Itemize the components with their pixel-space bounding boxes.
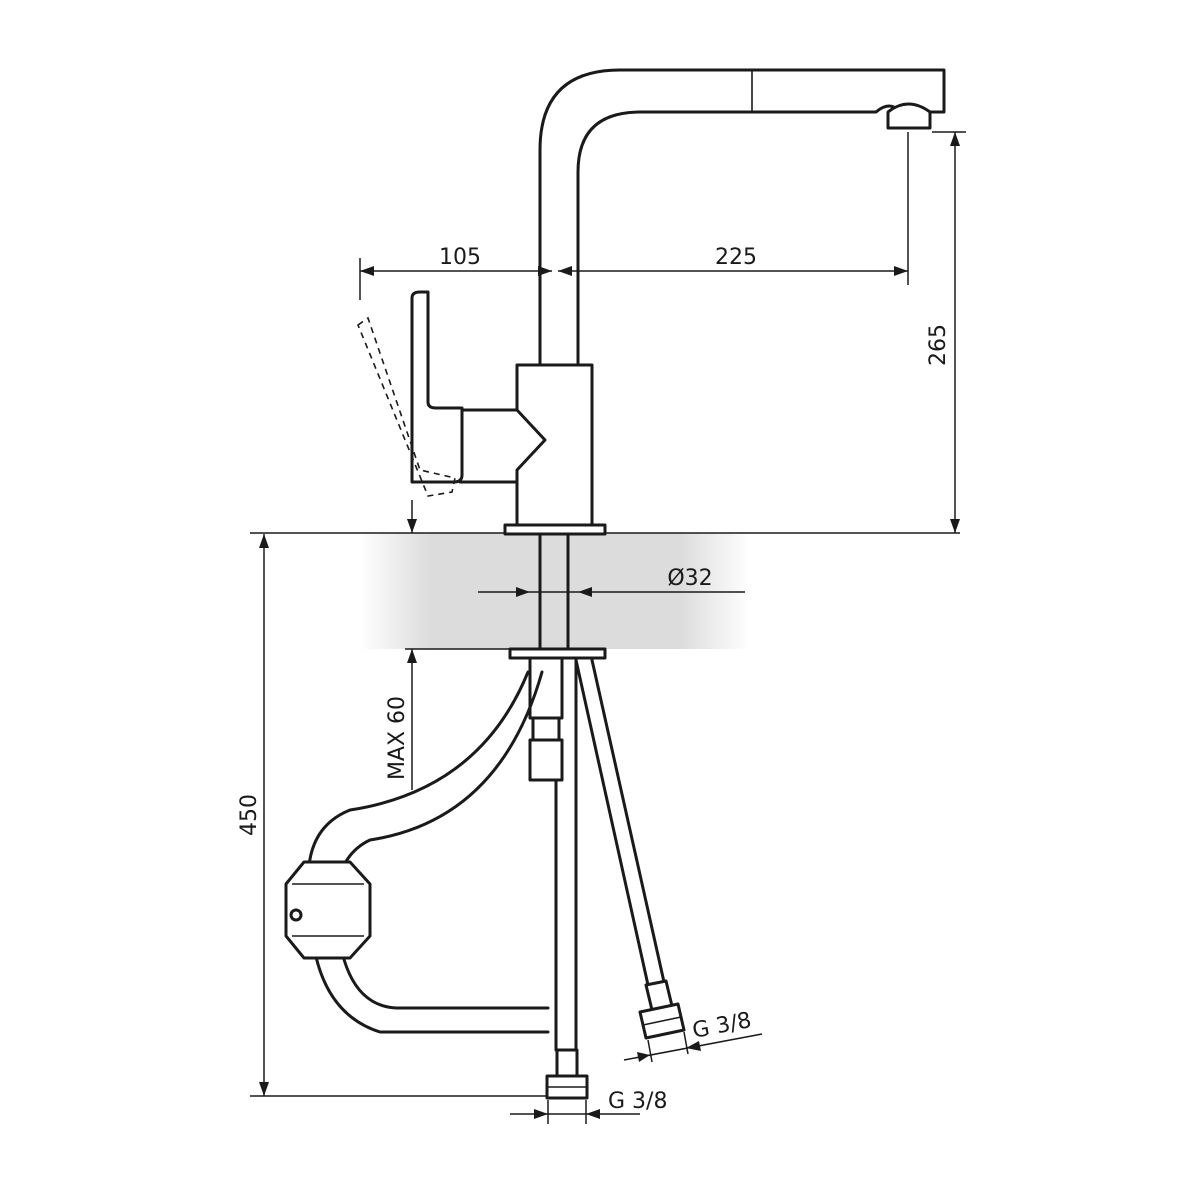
dim-450-arrow-bottom <box>259 1082 269 1096</box>
dim-g38-left-arrow-a <box>534 1109 548 1119</box>
diag-hose-left-wall <box>574 658 650 987</box>
dim-g38-right-ext-1 <box>647 1039 653 1063</box>
dim-g38-right-arrow-a <box>637 1052 650 1062</box>
dim-g38-right-label: G 3/8 <box>690 1008 753 1044</box>
diag-hose-right-wall <box>590 658 666 984</box>
pullout-hose-inner <box>334 670 550 1010</box>
dim-265-label: 265 <box>926 324 951 366</box>
dim-225-label: 225 <box>715 245 757 270</box>
connector-detail <box>516 409 547 471</box>
dim-max60-arrow-top <box>407 519 417 533</box>
base-flange <box>503 523 607 536</box>
dim-g38-left-label: G 3/8 <box>608 1089 667 1114</box>
dim-max60-label: MAX 60 <box>385 696 410 780</box>
dim-105-arrow-left <box>360 266 374 276</box>
dim-450-arrow-top <box>259 534 269 548</box>
lever-handle-open-position <box>357 316 456 497</box>
dim-d32-arrow-right <box>578 587 592 597</box>
dim-225-arrow-right <box>894 266 908 276</box>
hose-connector-3 <box>528 738 564 782</box>
hose-counterweight <box>284 860 372 960</box>
dim-max60-arrow-bottom <box>407 649 417 663</box>
dim-g38-right-arrow-b <box>686 1041 701 1051</box>
counterweight-hole <box>289 908 303 922</box>
supply-fitting-right-mid <box>642 1016 682 1026</box>
dim-g38-right-ext-2 <box>683 1031 689 1055</box>
spray-head-nozzle <box>886 102 932 130</box>
dim-d32-arrow-left <box>516 587 530 597</box>
pullout-hose-outer <box>306 670 550 1034</box>
hose-connector-1 <box>528 656 564 720</box>
dim-105-label: 105 <box>439 245 481 270</box>
dim-450-label: 450 <box>237 794 262 836</box>
dim-d32-label: Ø32 <box>667 566 712 591</box>
dim-105-arrow-right <box>538 266 552 276</box>
dim-g38-left-arrow-b <box>586 1109 600 1119</box>
dim-225-arrow-left <box>558 266 572 276</box>
dim-265-arrow-bottom <box>950 519 960 533</box>
spout-body <box>538 68 946 367</box>
dim-265-arrow-top <box>950 132 960 146</box>
hose-connector-2 <box>531 716 561 742</box>
supply-hose-ferrule <box>555 1048 579 1078</box>
lever-handle <box>410 290 464 484</box>
countertop-section <box>360 533 750 649</box>
